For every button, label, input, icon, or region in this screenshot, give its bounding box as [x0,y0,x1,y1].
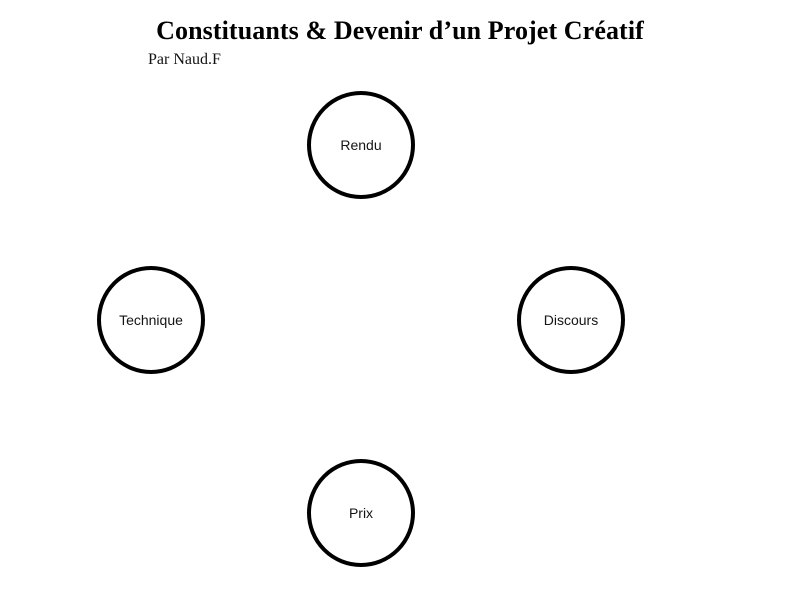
diagram-node-label: Rendu [340,137,382,153]
diagram-node-discours[interactable]: Discours [517,266,625,374]
diagram-node-label: Technique [119,312,183,328]
diagram-node-rendu[interactable]: Rendu [307,91,415,199]
diagram-node-technique[interactable]: Technique [97,266,205,374]
page-title: Constituants & Devenir d’un Projet Créat… [156,16,644,45]
diagram-node-label: Discours [543,312,599,328]
diagram-node-label: Prix [348,505,374,521]
diagram-node-prix[interactable]: Prix [307,459,415,567]
page-subtitle-author: Par Naud.F [148,51,221,68]
